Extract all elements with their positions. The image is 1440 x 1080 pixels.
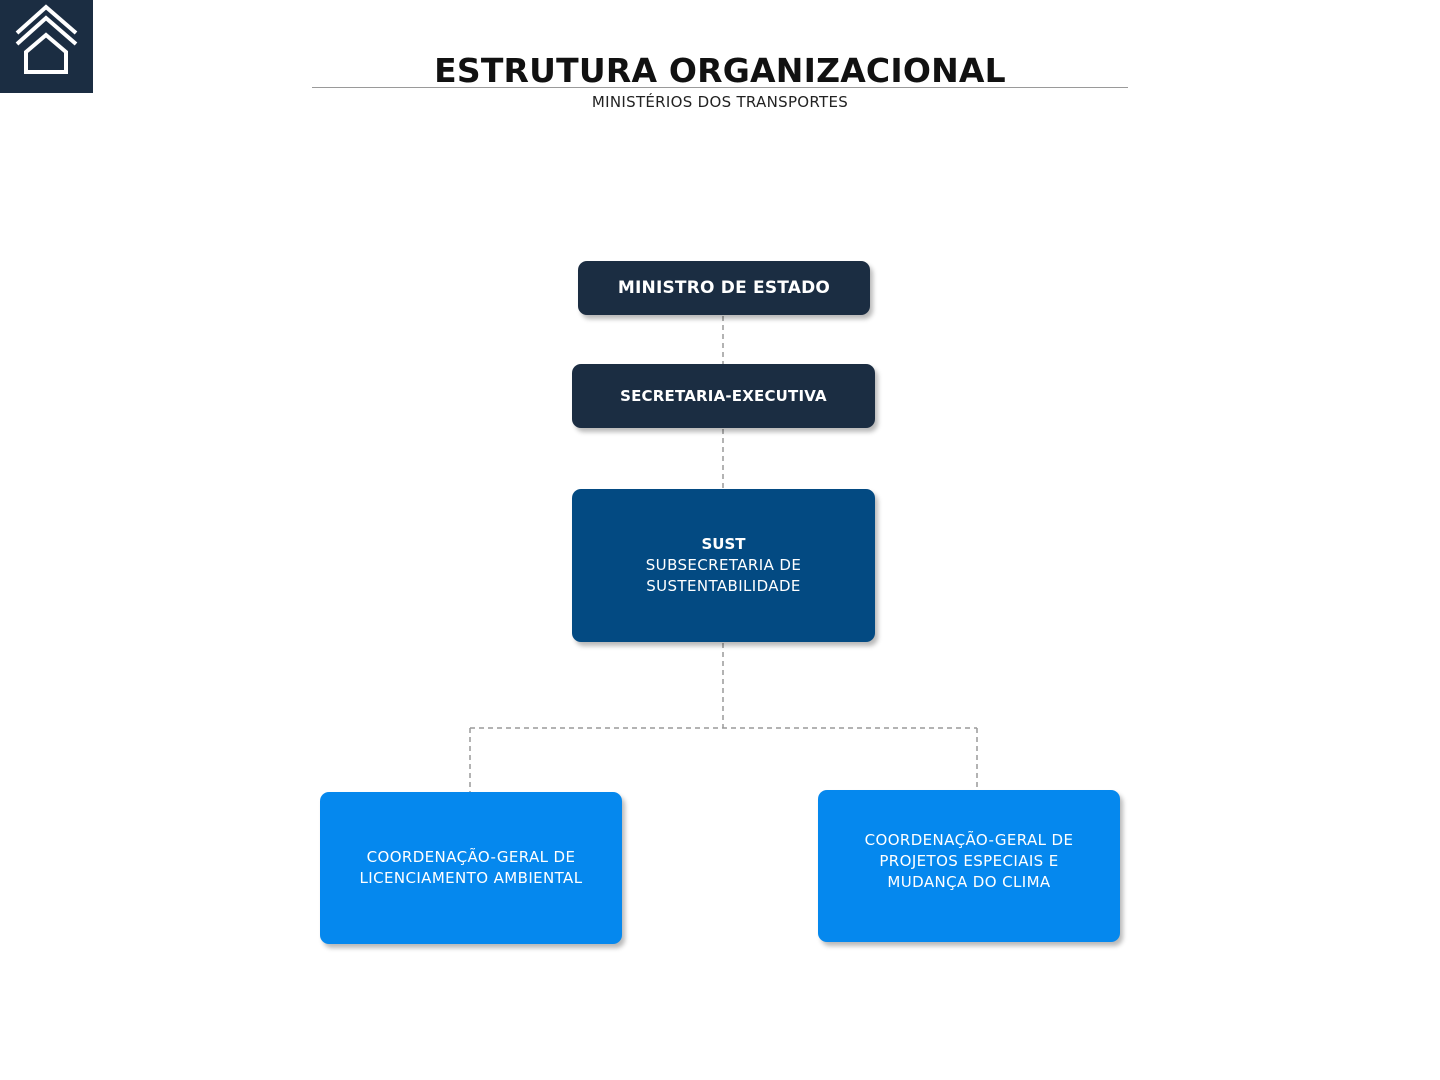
- node-licensing-line: COORDENAÇÃO-GERAL DE: [366, 848, 576, 866]
- node-climate-line: PROJETOS ESPECIAIS E: [879, 851, 1059, 870]
- node-sust: SUST SUBSECRETARIA DE SUSTENTABILIDADE: [572, 489, 875, 642]
- node-licensing-line: LICENCIAMENTO AMBIENTAL: [359, 869, 583, 887]
- node-executive: SECRETARIA-EXECUTIVA: [572, 364, 875, 428]
- node-executive-label: SECRETARIA-EXECUTIVA: [620, 387, 827, 405]
- node-climate-line: COORDENAÇÃO-GERAL DE: [864, 830, 1074, 849]
- node-sust-acronym: SUST: [701, 535, 746, 553]
- node-licensing: COORDENAÇÃO-GERAL DE LICENCIAMENTO AMBIE…: [320, 792, 622, 944]
- node-sust-line: SUBSECRETARIA DE: [645, 556, 802, 574]
- node-sust-line: SUSTENTABILIDADE: [646, 577, 801, 595]
- node-minister: MINISTRO DE ESTADO: [578, 261, 870, 315]
- node-climate: COORDENAÇÃO-GERAL DE PROJETOS ESPECIAIS …: [818, 790, 1120, 942]
- node-minister-label: MINISTRO DE ESTADO: [617, 278, 831, 298]
- logo: [0, 0, 93, 93]
- page-subtitle: MINISTÉRIOS DOS TRANSPORTES: [591, 93, 849, 111]
- node-climate-line: MUDANÇA DO CLIMA: [887, 872, 1051, 891]
- house-chevron-icon: [15, 4, 78, 74]
- page-title: ESTRUTURA ORGANIZACIONAL: [434, 51, 1006, 90]
- title-divider: [312, 87, 1128, 88]
